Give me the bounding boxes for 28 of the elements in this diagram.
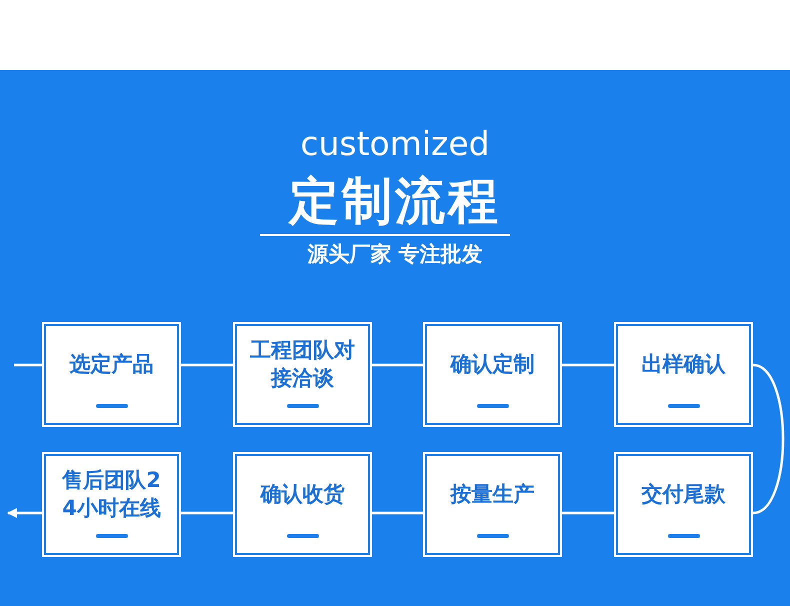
connector-line	[562, 364, 614, 366]
connector-line	[7, 508, 42, 518]
step-box	[614, 452, 753, 557]
step-label: 按量生产	[449, 481, 536, 508]
step-label: 交付尾款	[640, 481, 726, 508]
connector-line	[372, 364, 423, 366]
connector-line	[562, 512, 614, 514]
step-box	[423, 452, 562, 557]
subtitle: 源头厂家 专注批发	[307, 241, 483, 268]
step-box	[42, 322, 181, 427]
step-box	[233, 452, 372, 557]
step-box	[233, 322, 372, 427]
step-label: 出样确认	[640, 351, 727, 378]
step-label: 确认定制	[448, 351, 536, 378]
connector-line	[14, 364, 42, 366]
title: 定制流程	[289, 171, 501, 232]
connector-line	[181, 512, 233, 514]
connector-line	[181, 364, 233, 366]
step-label: 确认收货	[258, 481, 346, 508]
step-label: 工程团队对接洽谈	[249, 337, 356, 392]
english-subtitle: customized	[300, 124, 490, 163]
step-label: 售后团队24小时在线	[60, 467, 162, 522]
step-box	[614, 322, 753, 427]
connector-line	[372, 512, 423, 514]
step-label: 选定产品	[68, 351, 154, 378]
step-box	[42, 452, 181, 557]
step-box	[423, 322, 562, 427]
connector-line	[752, 364, 784, 514]
